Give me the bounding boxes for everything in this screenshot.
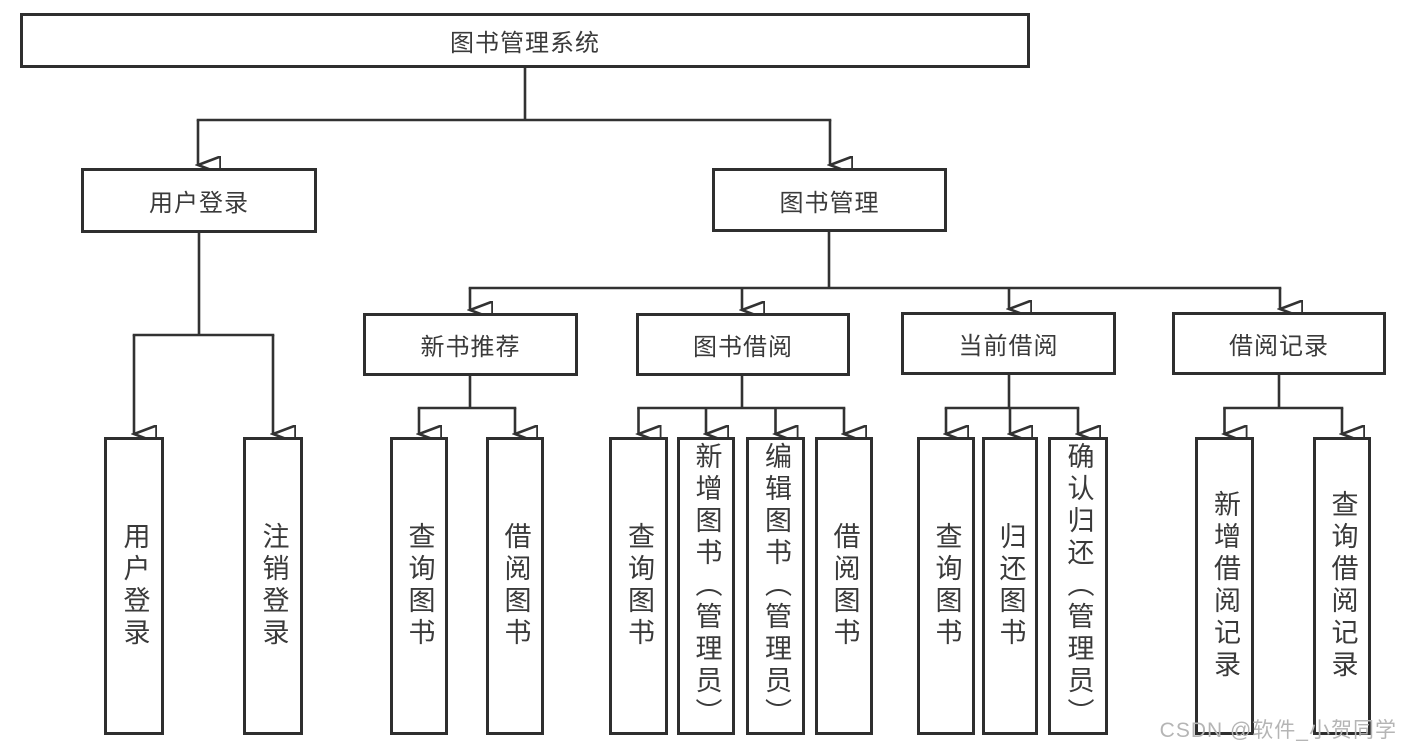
- leaf-borrow-book-label: 借阅图书: [829, 522, 860, 650]
- leaf-logout: 注销登录: [243, 437, 303, 735]
- leaf-user-login-label: 用户登录: [119, 522, 150, 650]
- connector-root: [197, 68, 832, 165]
- leaf-confirm-return-admin-label: 确认归还（管理员）: [1063, 442, 1094, 730]
- connector-new-book-recommend: [418, 376, 517, 434]
- leaf-add-borrow-record-label: 新增借阅记录: [1210, 490, 1240, 682]
- leaf-add-book-admin: 新增图书（管理员）: [677, 437, 735, 735]
- leaf-return-book-label: 归还图书: [995, 522, 1026, 650]
- connector-user-login: [133, 233, 275, 434]
- leaf-logout-label: 注销登录: [258, 522, 289, 650]
- leaf-borrow-book: 借阅图书: [815, 437, 873, 735]
- node-new-book-recommend-label: 新书推荐: [420, 334, 521, 361]
- leaf-add-borrow-record: 新增借阅记录: [1195, 437, 1254, 735]
- leaf-query-book-borrowing-label: 查询图书: [624, 522, 654, 650]
- node-root-label: 图书管理系统: [450, 30, 600, 57]
- node-book-borrow: 图书借阅: [636, 313, 850, 376]
- leaf-query-book-borrowing: 查询图书: [609, 437, 668, 735]
- leaf-query-borrow-record-label: 查询借阅记录: [1327, 490, 1358, 682]
- leaf-query-book-current: 查询图书: [917, 437, 975, 735]
- leaf-user-login: 用户登录: [104, 437, 164, 735]
- node-current-borrow: 当前借阅: [901, 312, 1116, 375]
- leaf-confirm-return-admin: 确认归还（管理员）: [1048, 437, 1108, 735]
- node-book-borrow-label: 图书借阅: [693, 334, 793, 361]
- leaf-return-book: 归还图书: [982, 437, 1038, 735]
- node-borrow-records: 借阅记录: [1172, 312, 1386, 375]
- node-root: 图书管理系统: [20, 13, 1030, 68]
- node-book-management-label: 图书管理: [779, 189, 880, 217]
- connector-borrow-records: [1223, 375, 1343, 434]
- connector-current-borrow: [945, 375, 1080, 434]
- leaf-borrow-book-recommend-label: 借阅图书: [500, 522, 531, 650]
- node-user-login-label: 用户登录: [149, 190, 249, 217]
- node-book-management: 图书管理: [712, 168, 947, 232]
- leaf-query-book-recommend: 查询图书: [390, 437, 448, 735]
- leaf-query-borrow-record: 查询借阅记录: [1313, 437, 1371, 735]
- csdn-watermark: CSDN @软件_小贺同学: [1159, 719, 1397, 742]
- leaf-add-book-admin-label: 新增图书（管理员）: [691, 442, 722, 730]
- leaf-edit-book-admin: 编辑图书（管理员）: [746, 437, 805, 735]
- leaf-edit-book-admin-label: 编辑图书（管理员）: [761, 442, 791, 730]
- leaf-query-book-current-label: 查询图书: [931, 522, 962, 650]
- node-user-login: 用户登录: [81, 168, 317, 233]
- connector-book-management: [469, 232, 1282, 310]
- leaf-borrow-book-recommend: 借阅图书: [486, 437, 544, 735]
- leaf-query-book-recommend-label: 查询图书: [404, 522, 435, 650]
- node-borrow-records-label: 借阅记录: [1229, 333, 1329, 360]
- connector-book-borrow: [637, 376, 845, 434]
- node-new-book-recommend: 新书推荐: [363, 313, 578, 376]
- node-current-borrow-label: 当前借阅: [958, 333, 1059, 360]
